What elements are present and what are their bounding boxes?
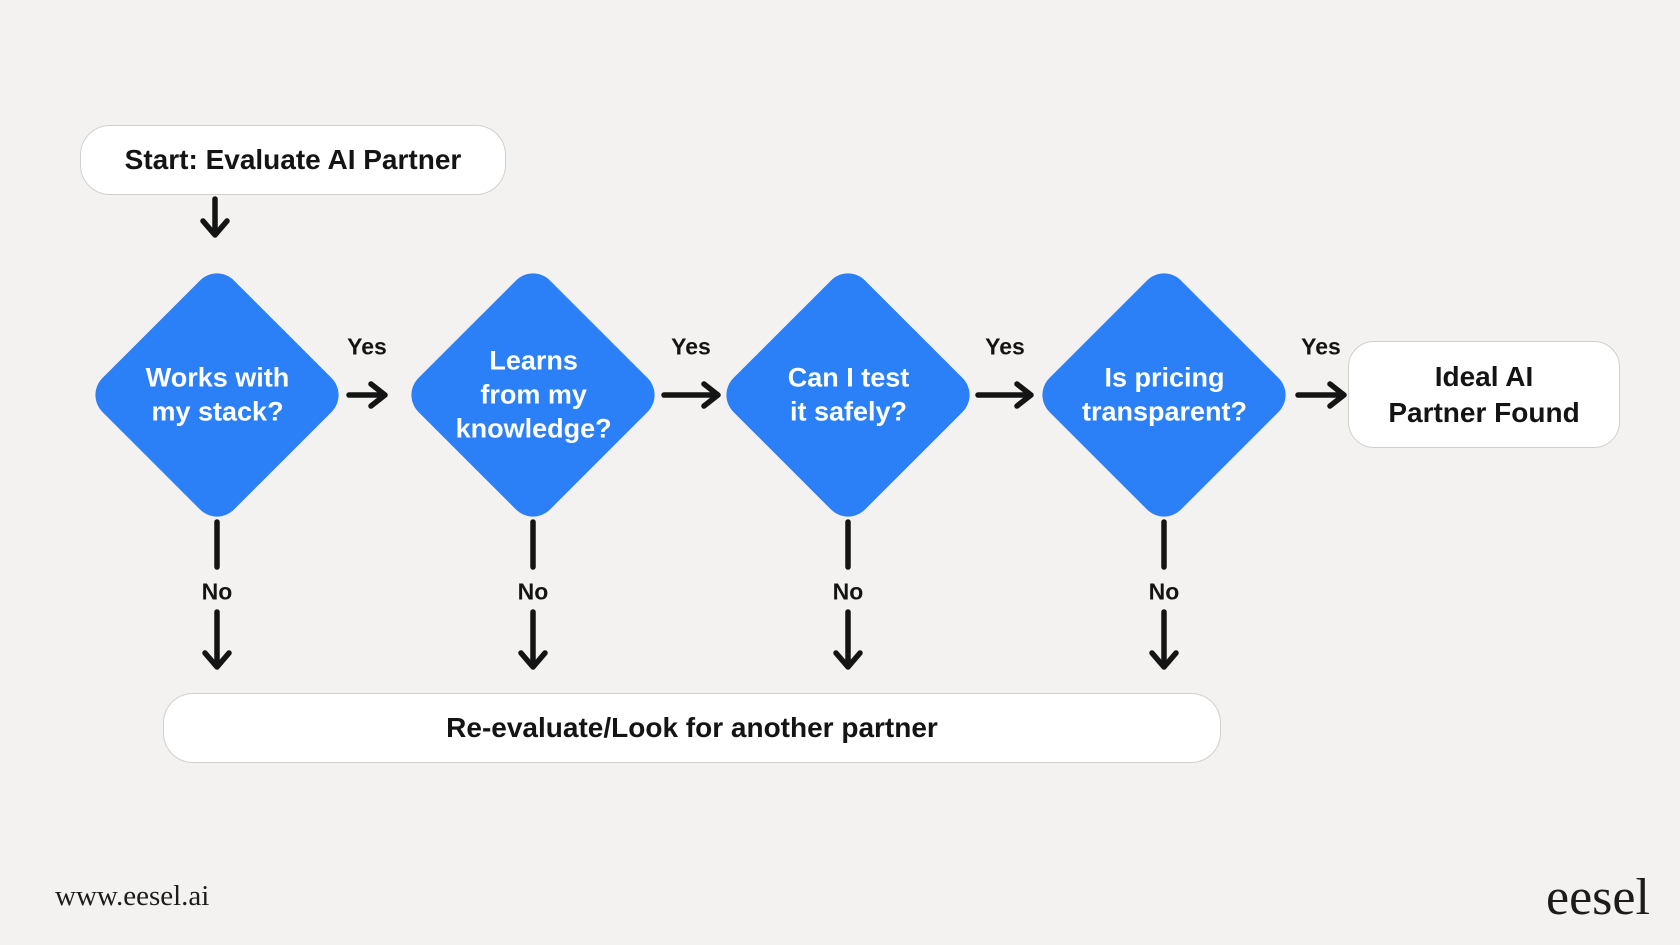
no-label-d4: No — [1148, 578, 1180, 605]
arrow-yes-d2-d3 — [661, 381, 721, 409]
yes-label-d2: Yes — [671, 333, 711, 360]
no-stub-lines — [214, 519, 1167, 570]
no-label-d2: No — [517, 578, 549, 605]
arrow-no-d3 — [833, 609, 863, 670]
decision-question: Learns from my knowledge? — [454, 345, 611, 443]
decision-question: Is pricing transparent? — [1081, 362, 1247, 426]
arrow-no-d2 — [518, 609, 548, 670]
yes-label-d4: Yes — [1301, 333, 1341, 360]
website-url: www.eesel.ai — [55, 880, 210, 912]
start-node: Start: Evaluate AI Partner — [80, 125, 506, 195]
arrow-no-d1 — [202, 609, 232, 670]
decision-learns-from-knowledge: Learns from my knowledge? — [401, 263, 665, 527]
decision-question: Works with my stack? — [145, 362, 289, 426]
decision-test-safely: Can I test it safely? — [716, 263, 980, 527]
no-label-d1: No — [201, 578, 233, 605]
arrow-yes-d1-d2 — [346, 381, 388, 409]
arrow-start-to-d1 — [200, 196, 230, 238]
arrow-yes-d4-success — [1295, 381, 1347, 409]
decision-works-with-stack: Works with my stack? — [85, 263, 349, 527]
decision-question: Can I test it safely? — [787, 362, 909, 426]
arrow-no-d4 — [1149, 609, 1179, 670]
arrow-yes-d3-d4 — [975, 381, 1034, 409]
reevaluate-node: Re-evaluate/Look for another partner — [163, 693, 1221, 763]
eesel-logo: eesel — [1546, 869, 1650, 926]
yes-label-d1: Yes — [347, 333, 387, 360]
no-label-d3: No — [832, 578, 864, 605]
success-node: Ideal AI Partner Found — [1348, 341, 1620, 448]
yes-label-d3: Yes — [985, 333, 1025, 360]
decision-pricing-transparent: Is pricing transparent? — [1032, 263, 1296, 527]
